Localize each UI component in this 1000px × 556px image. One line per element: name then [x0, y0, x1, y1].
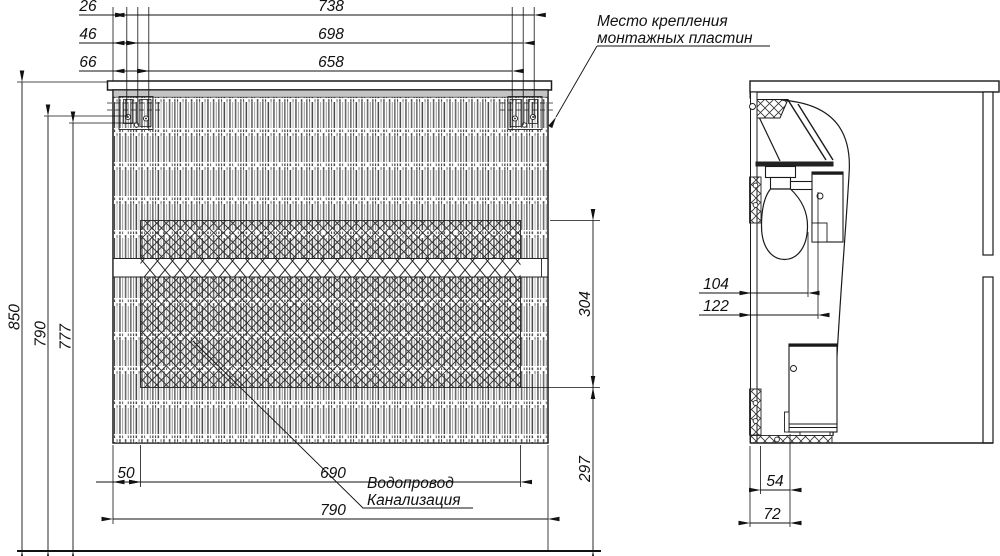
mounting-note-line1: Место крепления [597, 13, 728, 30]
dim-50: 50 [117, 465, 135, 482]
front-countertop [106, 80, 553, 91]
drawer-gap-band [113, 258, 548, 278]
dim-790-left: 790 [33, 321, 50, 347]
mounting-plate-left [107, 96, 161, 130]
mounting-note-line2: монтажных пластин [597, 30, 753, 47]
dim-297: 297 [577, 455, 594, 483]
wall-rails [749, 176, 833, 444]
dim-790-bottom: 790 [320, 502, 346, 519]
dim-304: 304 [577, 291, 594, 317]
dim-658: 658 [318, 54, 344, 71]
dim-72: 72 [763, 506, 781, 523]
drawer-boxes [784, 171, 844, 436]
dim-26: 26 [78, 0, 97, 15]
dim-46: 46 [79, 26, 97, 43]
dim-54: 54 [766, 473, 784, 490]
plumbing-leader: Водопровод Канализация [192, 340, 473, 509]
plumbing-note-line2: Канализация [367, 492, 461, 509]
side-view: 104 122 54 72 [699, 80, 1000, 527]
sink-bottom-plate [755, 161, 834, 167]
side-extension-lines [749, 192, 819, 527]
mounting-plate-right [500, 96, 554, 130]
drain-pipe [769, 176, 792, 190]
front-top-edge-shading [113, 90, 548, 97]
sink-section [749, 99, 834, 261]
siphon-trap [760, 188, 809, 261]
dim-777: 777 [58, 323, 75, 350]
side-countertop [749, 80, 1000, 93]
front-dimension-lines [19, 12, 596, 556]
side-dimension-lines [699, 290, 830, 526]
side-drawer-front-upper [982, 91, 994, 256]
mounting-leader: Место крепления монтажных пластин [548, 13, 770, 129]
diamond-band [140, 220, 521, 388]
dim-104: 104 [703, 276, 729, 293]
dim-738: 738 [318, 0, 344, 15]
drain-nut [764, 165, 797, 179]
dim-66: 66 [79, 54, 97, 71]
dim-850: 850 [7, 304, 24, 330]
dim-698: 698 [318, 26, 344, 43]
side-drawer-front-lower [982, 276, 994, 444]
dim-122: 122 [703, 298, 729, 315]
plumbing-note-line1: Водопровод [367, 475, 454, 492]
front-view: 26 46 66 738 698 658 850 790 777 304 297… [7, 0, 770, 556]
dim-690: 690 [320, 465, 346, 482]
